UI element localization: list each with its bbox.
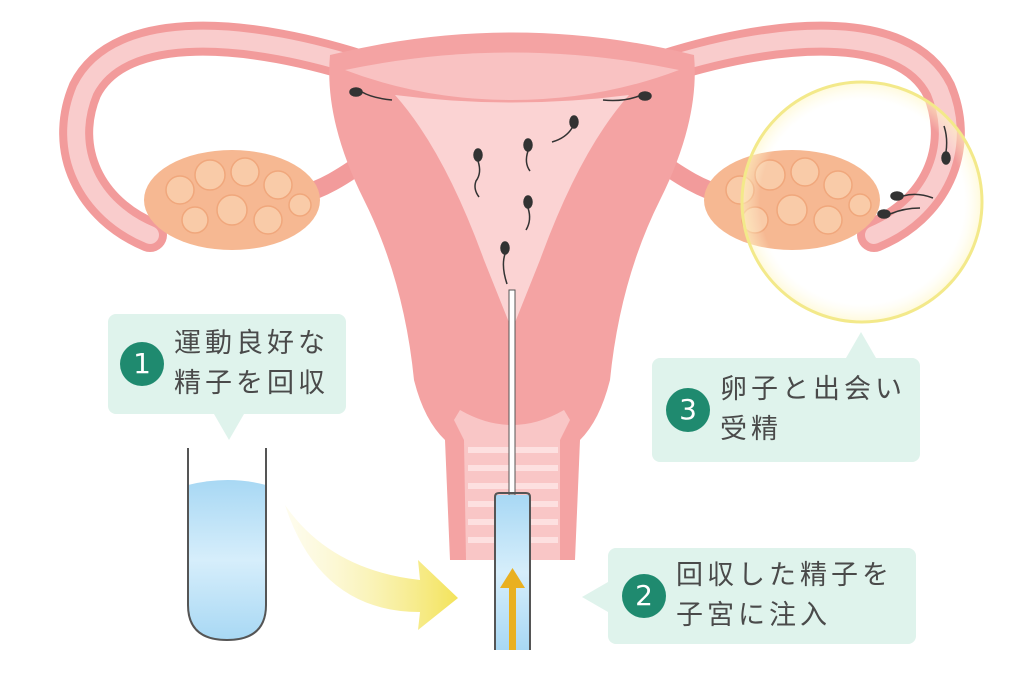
step-text: 運動良好な [174,328,329,359]
step-text: 子宮に注入 [676,600,831,631]
transfer-arrow [285,505,458,630]
step-badge: 1 [120,342,164,386]
step-badge: 2 [622,574,666,618]
callout-pointer [846,332,876,358]
step-3-callout: 3 卵子と出会い受精 [652,358,920,462]
insemination-catheter [494,289,531,650]
test-tube [187,448,267,642]
step-text: 精子を回収 [174,368,329,399]
step-1-callout: 1 運動良好な精子を回収 [108,314,346,414]
step-text: 卵子と出会い [720,374,906,405]
callout-pointer [214,414,244,440]
step-text: 受精 [720,414,782,445]
ovary-left [144,150,320,250]
callout-pointer [582,582,608,612]
fertilization-highlight [740,80,984,324]
step-badge: 3 [666,388,710,432]
step-text: 回収した精子を [676,560,893,591]
uterine-cavity [395,95,629,330]
step-2-callout: 2 回収した精子を子宮に注入 [608,548,916,644]
